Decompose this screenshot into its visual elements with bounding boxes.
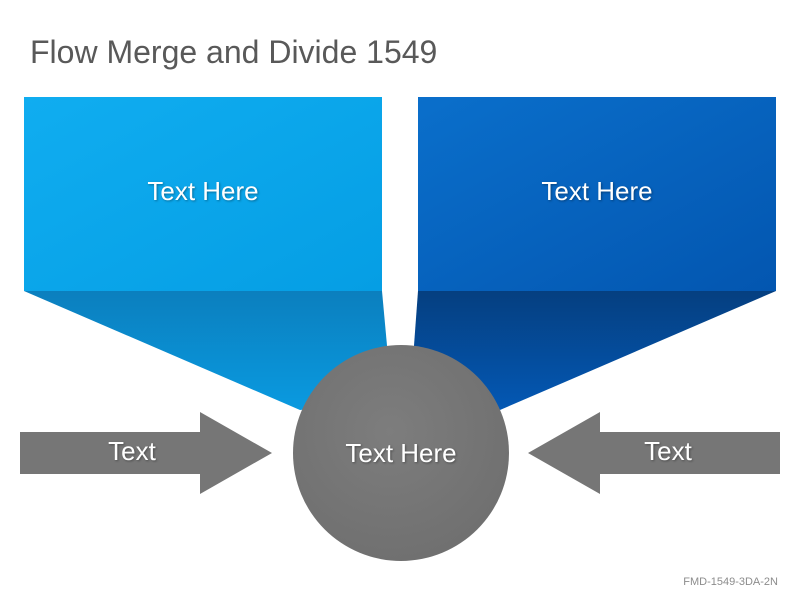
slide-title: Flow Merge and Divide 1549 [30, 34, 438, 70]
left-funnel-shape [24, 291, 392, 410]
center-circle-shape [293, 345, 509, 561]
right-funnel-shape [410, 291, 776, 410]
left-box-shape [24, 97, 382, 291]
left-arrow-label: Text [108, 436, 156, 466]
footer-code: FMD-1549-3DA-2N [683, 576, 778, 588]
center-circle-label: Text Here [345, 438, 457, 468]
right-box-label: Text Here [541, 176, 653, 206]
right-arrow-shape [528, 412, 780, 494]
right-box-shape [418, 97, 776, 291]
left-box-label: Text Here [147, 176, 259, 206]
left-arrow-shape [20, 412, 272, 494]
right-arrow-label: Text [644, 436, 692, 466]
